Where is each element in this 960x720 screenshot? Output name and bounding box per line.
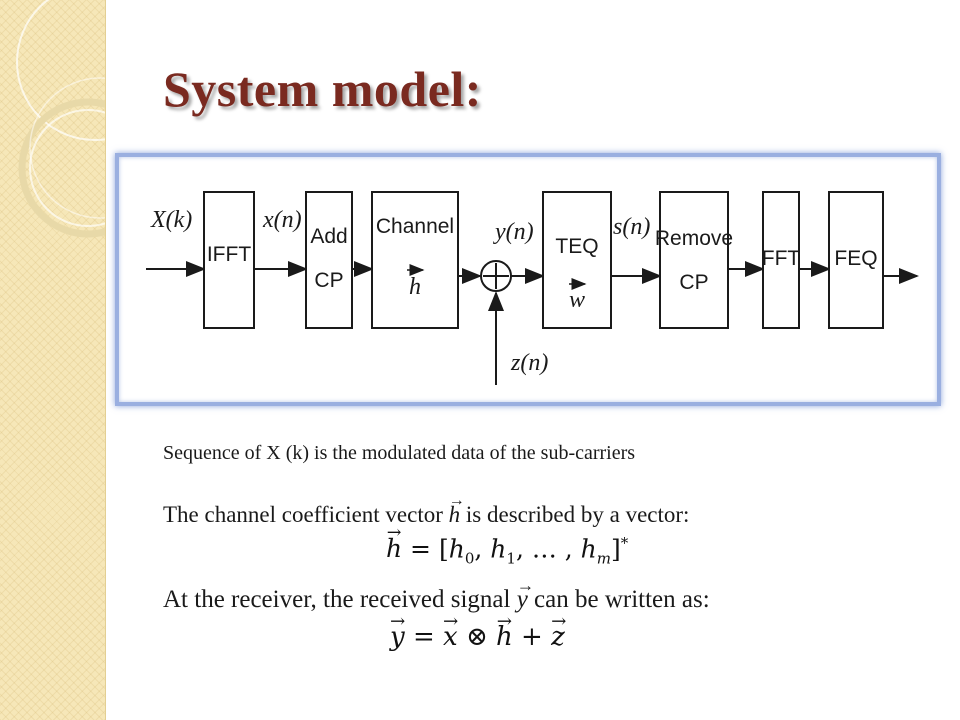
channel-vector-description: The channel coefficient vector h is desc…: [163, 492, 690, 528]
add-cp-label-2: CP: [314, 269, 343, 292]
fft-block: [762, 191, 800, 329]
decorative-sidebar: [0, 0, 106, 720]
signal-y-label: y(n): [493, 219, 534, 245]
signal-s-label: s(n): [613, 214, 650, 240]
feq-label: FEQ: [834, 247, 877, 270]
signal-x-label: x(n): [262, 207, 302, 233]
received-signal-equation: y = x ⊗ h + z: [390, 611, 565, 652]
remove-cp-block: [659, 191, 729, 329]
eq2-otimes: ⊗: [457, 622, 497, 652]
signal-z-label: z(n): [510, 350, 548, 376]
teq-label: TEQ: [555, 235, 598, 258]
channel-desc-part2: is described by a vector:: [460, 502, 690, 527]
eq2-y: y: [390, 611, 405, 652]
eq2-plus: +: [512, 622, 552, 652]
eq2-x: x: [443, 611, 458, 652]
eq1-star: *: [620, 534, 629, 552]
channel-vector-equation: h = [h0, h1, … , hm]*: [386, 523, 629, 568]
received-desc-part1: At the receiver, the received signal: [163, 586, 517, 613]
channel-label: Channel: [376, 215, 454, 238]
eq1-hm: h: [580, 534, 597, 564]
fft-label: FFT: [762, 247, 801, 270]
eq1-sep1: ,: [474, 534, 491, 564]
eq1-equals: = [: [402, 534, 449, 564]
add-cp-block: [305, 191, 353, 329]
eq1-h0: h: [448, 534, 465, 564]
remove-cp-label-1: Remove: [655, 227, 733, 250]
plus-circle-icon: [480, 260, 512, 292]
sequence-description: Sequence of X (k) is the modulated data …: [163, 442, 636, 464]
eq1-sub1: 1: [506, 549, 516, 568]
block-diagram-frame: X(k) IFFT x(n) Add CP Channel h y(n) z(n…: [115, 153, 941, 406]
channel-block: [371, 191, 459, 329]
remove-cp-label-2: CP: [679, 271, 708, 294]
received-desc-var: y: [517, 575, 528, 614]
eq1-sub0: 0: [464, 549, 475, 568]
eq1-close: ]: [611, 534, 621, 564]
ifft-label: IFFT: [207, 243, 251, 266]
teq-vector-w: w: [569, 287, 585, 313]
teq-block: [542, 191, 612, 329]
channel-desc-part1: The channel coefficient vector: [163, 502, 449, 527]
eq1-h1: h: [490, 534, 507, 564]
eq2-z: z: [551, 611, 565, 652]
channel-desc-var: h: [449, 492, 461, 528]
channel-vector-h: h: [409, 274, 421, 300]
feq-block: [828, 191, 884, 329]
eq2-equals: =: [404, 622, 444, 652]
ifft-block: [203, 191, 255, 329]
ofdm-block-diagram: X(k) IFFT x(n) Add CP Channel h y(n) z(n…: [146, 191, 919, 385]
input-label: X(k): [150, 207, 192, 233]
eq2-h: h: [496, 611, 513, 652]
sidebar-rings: [16, 0, 105, 238]
eq1-subm: m: [596, 549, 612, 568]
page-title: System model:: [163, 61, 482, 117]
received-desc-part2: can be written as:: [527, 586, 710, 613]
eq1-ellipsis: , … ,: [515, 534, 581, 564]
eq1-lhs: h: [386, 523, 402, 563]
received-signal-description: At the receiver, the received signal y c…: [163, 575, 710, 614]
add-cp-label-1: Add: [310, 225, 347, 248]
